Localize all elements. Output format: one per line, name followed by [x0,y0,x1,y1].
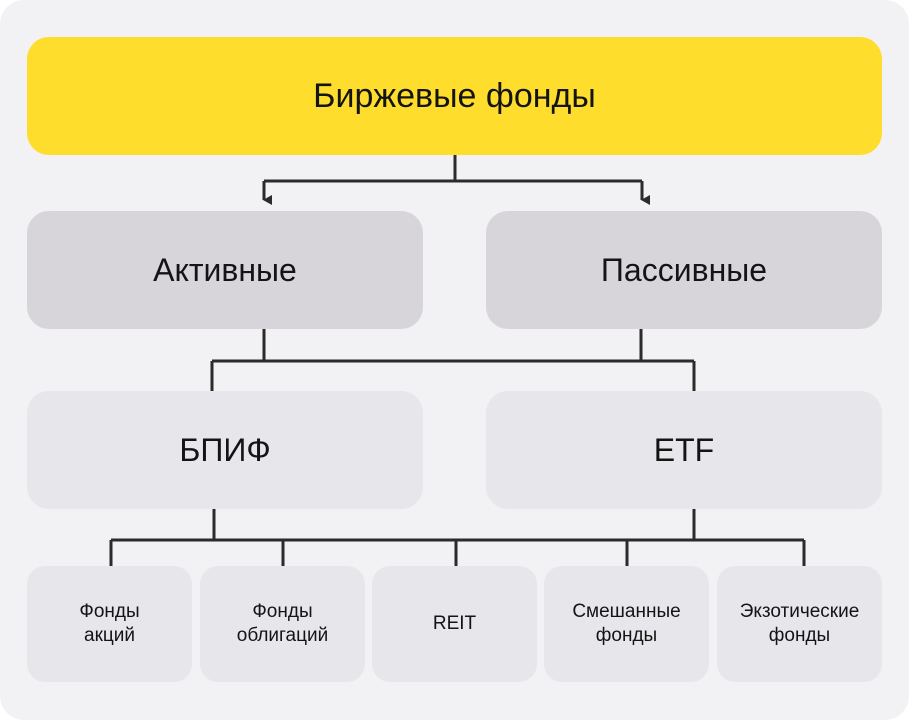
leaf-equity-funds-line1: Фонды [79,601,140,622]
leaf-mixed-funds: Смешанные фонды [544,566,709,682]
node-etf: ETF [486,391,882,509]
node-root-label: Биржевые фонды [313,76,596,115]
node-active: Активные [27,211,423,329]
node-passive: Пассивные [486,211,882,329]
leaf-bond-funds: Фонды облигаций [200,566,365,682]
leaf-exotic-funds-line1: Экзотические [739,601,860,622]
leaf-equity-funds: Фонды акций [27,566,192,682]
node-active-label: Активные [153,251,297,288]
node-root: Биржевые фонды [27,37,882,155]
leaf-exotic-funds: Экзотические фонды [717,566,882,682]
leaf-bond-funds-line1: Фонды [252,601,313,622]
node-passive-label: Пассивные [600,251,768,288]
node-bpif: БПИФ [27,391,423,509]
node-bpif-label: БПИФ [179,431,271,468]
leaf-mixed-funds-line1: Смешанные [572,601,681,622]
leaf-exotic-funds-line2: фонды [768,625,831,646]
leaf-equity-funds-line2: акций [84,625,135,646]
leaf-reit-line1: REIT [432,613,477,634]
leaf-reit: REIT [372,566,537,682]
node-etf-label: ETF [653,431,715,468]
leaf-mixed-funds-line2: фонды [595,625,658,646]
leaf-bond-funds-line2: облигаций [236,625,329,646]
